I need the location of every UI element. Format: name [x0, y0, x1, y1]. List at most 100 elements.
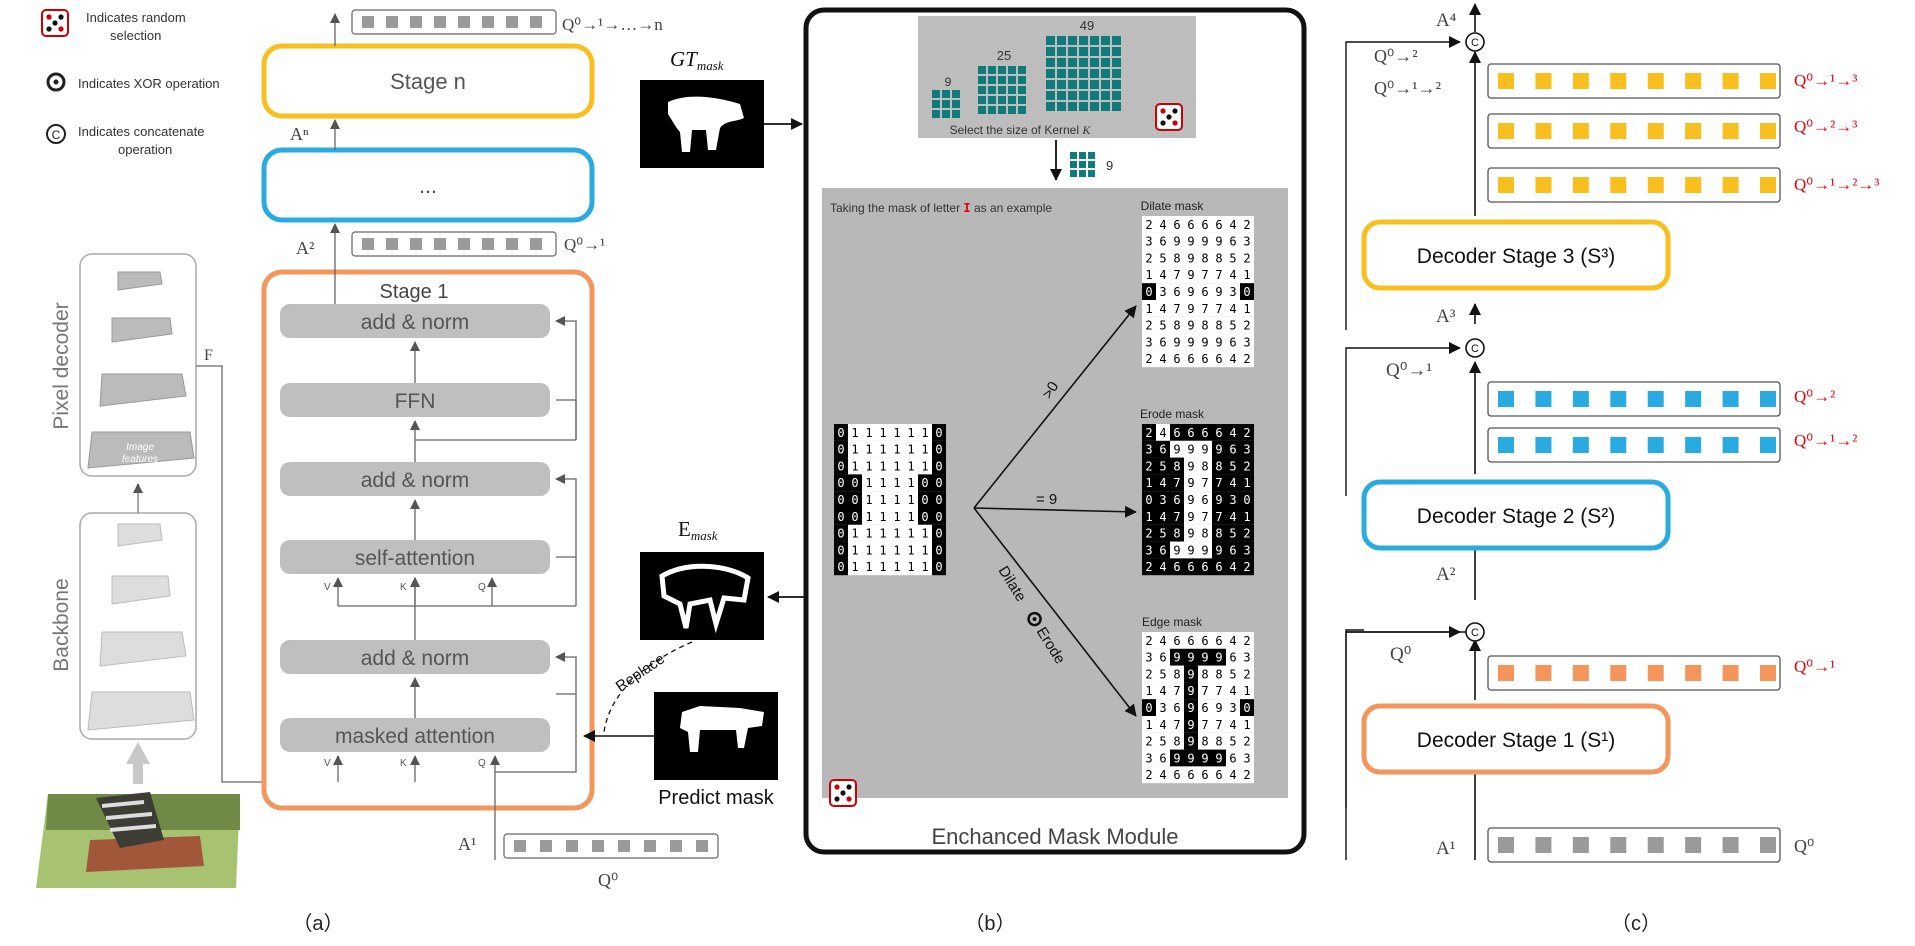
kernel-cell — [1046, 47, 1055, 56]
panel-a: Pixel decoder Image features Backbone — [36, 9, 719, 935]
grid-cell — [1142, 457, 1156, 475]
svg-text:9: 9 — [945, 75, 952, 89]
xor-icon — [1027, 611, 1042, 627]
grid-cell-value: 0 — [1243, 701, 1250, 715]
grid-cell-value: 8 — [1201, 735, 1208, 749]
grid-cell — [1240, 732, 1254, 750]
grid-cell-value: 6 — [1229, 543, 1236, 557]
grid-cell-value: 8 — [1173, 735, 1180, 749]
kernel-grid-9 — [932, 90, 960, 118]
token-bar-Q01 — [1487, 655, 1781, 691]
grid-cell — [890, 558, 904, 576]
grid-cell — [1170, 266, 1184, 284]
e-mask-label: Emask — [678, 517, 718, 543]
grid-cell — [1226, 283, 1240, 300]
svg-text:operation: operation — [118, 142, 172, 157]
grid-cell-value: 1 — [893, 493, 900, 507]
grid-cell-value: 2 — [1145, 352, 1152, 366]
grid-cell — [1142, 732, 1156, 750]
grid-cell-value: 1 — [907, 459, 914, 473]
kernel-cell — [988, 86, 996, 94]
grid-cell — [1156, 491, 1170, 508]
grid-cell — [1240, 333, 1254, 351]
grid-cell — [1198, 300, 1212, 317]
grid-cell-value: 7 — [1173, 476, 1180, 490]
grid-cell-value: 6 — [1201, 634, 1208, 648]
kernel-cell — [988, 106, 996, 114]
grid-cell — [1184, 216, 1198, 233]
token-bar-frame — [1487, 381, 1781, 417]
c-A4-label: A⁴ — [1436, 10, 1457, 31]
grid-cell-value: 5 — [1229, 319, 1236, 333]
decoder-stage-1-label: Decoder Stage 1 (S¹) — [1417, 729, 1615, 752]
grid-cell-value: 6 — [1173, 768, 1180, 782]
c-Q013-red-label: Q⁰→¹→³ — [1794, 71, 1857, 90]
add-norm-block-2 — [280, 462, 550, 496]
grid-cell-value: 1 — [1243, 510, 1250, 524]
grid-cell-value: 4 — [1159, 634, 1166, 648]
grid-cell-value: 5 — [1229, 251, 1236, 265]
grid-cell — [1212, 665, 1226, 683]
c-Q012-label: Q⁰→¹→² — [1374, 78, 1441, 98]
grid-cell — [1240, 632, 1254, 649]
token-bar-frame — [1487, 167, 1781, 203]
token — [1722, 665, 1739, 681]
grid-cell-value: 7 — [1173, 684, 1180, 698]
grid-cell-value: 7 — [1173, 302, 1180, 316]
grid-cell-value: 6 — [1173, 701, 1180, 715]
svg-text:Q: Q — [478, 758, 486, 769]
grid-cell — [1184, 491, 1198, 508]
kernel-cell — [1079, 58, 1088, 67]
token — [1760, 837, 1776, 853]
kernel-cell — [1079, 161, 1086, 168]
grid-cell-value: 1 — [1145, 718, 1152, 732]
grid-cell — [1156, 283, 1170, 300]
grid-cell-value: 3 — [1243, 235, 1250, 249]
kernel-cell — [1088, 170, 1095, 177]
kernel-cell — [1018, 66, 1026, 74]
svg-text:9: 9 — [1106, 158, 1113, 173]
grid-cell-value: 4 — [1159, 560, 1166, 574]
grid-cell-value: 4 — [1229, 476, 1236, 490]
grid-cell — [1240, 766, 1254, 784]
grid-cell — [1184, 232, 1198, 250]
grid-cell-value: 9 — [1215, 651, 1222, 665]
grid-cell-value: 8 — [1201, 459, 1208, 473]
grid-cell-value: 9 — [1173, 443, 1180, 457]
gt0-label: >0 — [1039, 379, 1062, 403]
select-kernel-text: Select the size of Kernel K — [950, 123, 1092, 137]
kernel-cell — [1008, 96, 1016, 104]
grid-cell-value: 9 — [1215, 543, 1222, 557]
grid-cell-value: 9 — [1215, 493, 1222, 507]
svg-text:K: K — [400, 758, 407, 769]
kernel-cell — [1079, 36, 1088, 45]
grid-cell-value: 9 — [1173, 235, 1180, 249]
grid-cell-value: 5 — [1159, 459, 1166, 473]
grid-cell-value: 1 — [921, 443, 928, 457]
grid-cell-value: 7 — [1215, 268, 1222, 282]
grid-cell — [876, 440, 890, 458]
kernel-cell — [978, 106, 986, 114]
grid-cell — [1142, 648, 1156, 666]
svg-text:masked attention: masked attention — [335, 725, 495, 748]
c-A1-label: A¹ — [1436, 838, 1456, 859]
kernel-cell — [1068, 80, 1077, 89]
grid-cell — [1198, 283, 1212, 300]
grid-cell-value: 3 — [1145, 443, 1152, 457]
grid-cell — [1156, 216, 1170, 233]
grid-cell-value: 7 — [1215, 718, 1222, 732]
grid-cell-value: 0 — [935, 543, 942, 557]
grid-cell — [1240, 457, 1254, 475]
grid-cell-value: 6 — [1201, 352, 1208, 366]
grid-cell — [1170, 699, 1184, 716]
grid-cell-value: 9 — [1187, 751, 1194, 765]
grid-cell — [1184, 457, 1198, 475]
kernel-cell — [932, 100, 940, 108]
concat-icon: C — [1465, 622, 1485, 642]
grid-cell-value: 9 — [1187, 651, 1194, 665]
grid-cell — [1170, 216, 1184, 233]
grid-cell-value: 0 — [1243, 285, 1250, 299]
grid-cell-value: 4 — [1159, 218, 1166, 232]
grid-cell — [1142, 524, 1156, 542]
